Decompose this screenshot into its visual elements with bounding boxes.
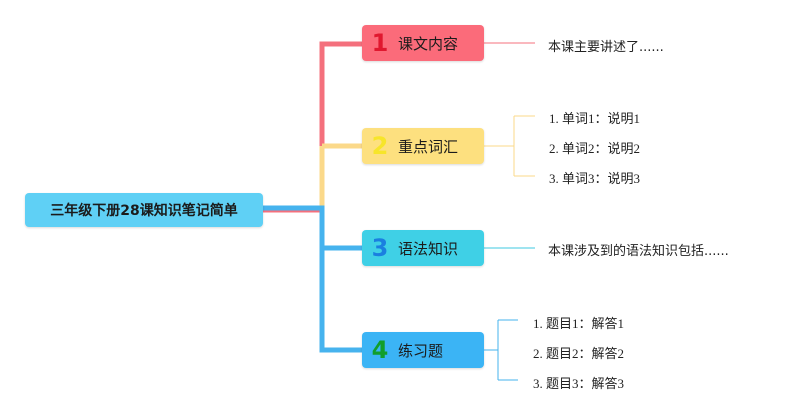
branch-number-4: 4 bbox=[371, 336, 389, 364]
branch-number-3: 3 bbox=[371, 234, 389, 262]
branch-node-1[interactable]: 1 课文内容 bbox=[362, 25, 484, 61]
leaf-item-b2-1[interactable]: 1. 单词1：说明1 bbox=[549, 111, 641, 126]
branch-label-4: 练习题 bbox=[398, 341, 444, 360]
leaf-connector-b2 bbox=[484, 115, 535, 177]
branch-number-1: 1 bbox=[371, 29, 389, 57]
leaf-connector-b4 bbox=[484, 319, 518, 381]
leaf-item-b1-1[interactable]: 本课主要讲述了...... bbox=[548, 40, 664, 55]
root-node[interactable]: 三年级下册28课知识笔记简单 bbox=[25, 193, 263, 227]
leaf-item-b2-2[interactable]: 2. 单词2：说明2 bbox=[549, 141, 641, 156]
branch-label-1: 课文内容 bbox=[398, 34, 459, 53]
leaf-item-b4-1[interactable]: 1. 题目1：解答1 bbox=[533, 316, 625, 331]
branch-node-3[interactable]: 3 语法知识 bbox=[362, 230, 484, 266]
connector-branch-3 bbox=[263, 205, 362, 251]
root-label: 三年级下册28课知识笔记简单 bbox=[50, 203, 238, 219]
branch-label-3: 语法知识 bbox=[398, 239, 459, 258]
leaf-item-b2-3[interactable]: 3. 单词3：说明3 bbox=[549, 171, 641, 186]
branch-node-4[interactable]: 4 练习题 bbox=[362, 332, 484, 368]
connector-branch-4 bbox=[319, 248, 362, 353]
leaf-item-b4-2[interactable]: 2. 题目2：解答2 bbox=[533, 346, 625, 361]
branch-label-2: 重点词汇 bbox=[398, 137, 459, 156]
branch-number-2: 2 bbox=[371, 132, 389, 160]
leaf-item-b3-1[interactable]: 本课涉及到的语法知识包括...... bbox=[548, 244, 729, 259]
branch-node-2[interactable]: 2 重点词汇 bbox=[362, 128, 484, 164]
connector-branch-1 bbox=[263, 41, 362, 213]
leaf-item-b4-3[interactable]: 3. 题目3：解答3 bbox=[533, 376, 625, 391]
